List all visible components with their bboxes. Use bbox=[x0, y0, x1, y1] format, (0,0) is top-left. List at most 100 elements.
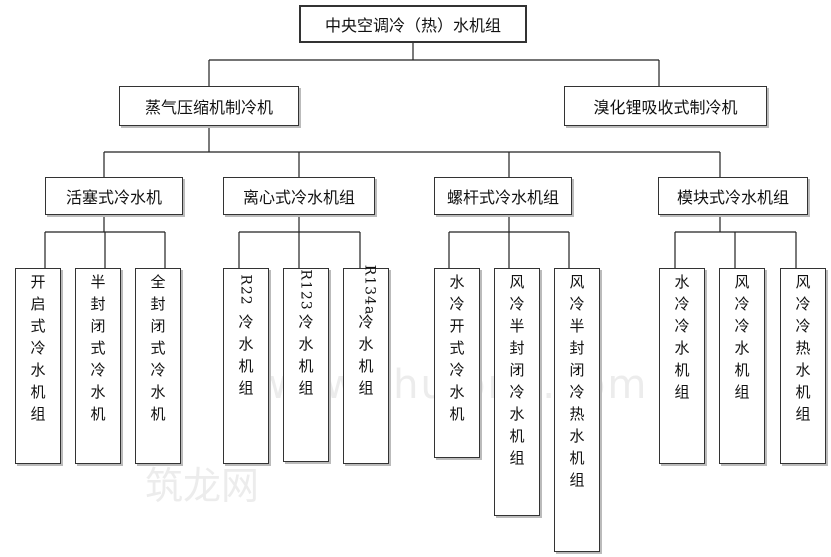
leaf-text: 风冷半封闭冷热水机组 bbox=[555, 269, 599, 491]
leaf-char: 水 bbox=[298, 335, 314, 353]
connector-compression-level2 bbox=[103, 126, 721, 177]
leaf-air-cooled-modular: 风冷冷水机组 bbox=[719, 268, 765, 464]
leaf-open-type: 开启式冷水机组 bbox=[15, 268, 61, 464]
leaf-char: 封 bbox=[150, 295, 166, 313]
leaf-char: 水 bbox=[90, 383, 106, 401]
leaf-full-hermetic: 全封闭式冷水机 bbox=[135, 268, 181, 464]
leaf-char: 冷 bbox=[509, 383, 525, 401]
leaf-text: 风冷半封闭冷水机组 bbox=[495, 269, 539, 469]
leaf-char: 机 bbox=[449, 405, 465, 423]
leaf-char: 冷 bbox=[734, 295, 750, 313]
leaf-char: 组 bbox=[509, 449, 525, 467]
leaf-char: 式 bbox=[30, 317, 46, 335]
leaf-water-cooled-modular: 水冷冷水机组 bbox=[659, 268, 705, 464]
leaf-char: 机 bbox=[150, 405, 166, 423]
leaf-text: 风冷冷水机组 bbox=[720, 269, 764, 403]
leaf-char: 冷 bbox=[674, 317, 690, 335]
connector-root-level1 bbox=[208, 43, 660, 86]
leaf-char: 组 bbox=[238, 379, 254, 397]
leaf-char: 组 bbox=[734, 383, 750, 401]
leaf-char: 半 bbox=[90, 273, 106, 291]
leaf-char: 封 bbox=[509, 339, 525, 357]
leaf-char: 冷 bbox=[509, 295, 525, 313]
leaf-char: 冷 bbox=[150, 361, 166, 379]
leaf-text: 全封闭式冷水机 bbox=[136, 269, 180, 425]
leaf-char: 封 bbox=[90, 295, 106, 313]
leaf-char: 风 bbox=[509, 273, 525, 291]
leaf-char: 开 bbox=[449, 317, 465, 335]
leaf-char: 水 bbox=[449, 383, 465, 401]
leaf-char: 式 bbox=[90, 339, 106, 357]
root-node: 中央空调冷（热）水机组 bbox=[299, 5, 527, 43]
leaf-char: 水 bbox=[674, 339, 690, 357]
leaf-char: 风 bbox=[734, 273, 750, 291]
leaf-char: 全 bbox=[150, 273, 166, 291]
leaf-char: 机 bbox=[90, 405, 106, 423]
leaf-char: 冷 bbox=[795, 295, 811, 313]
node-vapor-compression-label: 蒸气压缩机制冷机 bbox=[144, 98, 273, 117]
leaf-char: 冷 bbox=[674, 295, 690, 313]
node-lithium-bromide: 溴化锂吸收式制冷机 bbox=[564, 86, 767, 126]
leaf-char: 组 bbox=[30, 405, 46, 423]
node-centrifugal: 离心式冷水机组 bbox=[223, 177, 375, 215]
leaf-char: 机 bbox=[358, 357, 374, 375]
leaf-air-cooled-heat-modular: 风冷冷热水机组 bbox=[780, 268, 826, 464]
leaf-char: 水 bbox=[795, 361, 811, 379]
leaf-refrigerant-label: R134a bbox=[361, 264, 378, 316]
leaf-text: 水冷开式冷水机 bbox=[435, 269, 479, 425]
leaf-char: 冷 bbox=[358, 313, 374, 331]
leaf-char: 组 bbox=[795, 405, 811, 423]
leaf-char: 冷 bbox=[298, 313, 314, 331]
leaf-char: 组 bbox=[358, 379, 374, 397]
node-piston-label: 活塞式冷水机 bbox=[65, 188, 162, 207]
leaf-char: 热 bbox=[569, 405, 585, 423]
node-centrifugal-label: 离心式冷水机组 bbox=[242, 188, 355, 207]
node-vapor-compression: 蒸气压缩机制冷机 bbox=[119, 86, 299, 126]
leaf-char: 冷 bbox=[238, 313, 254, 331]
leaf-char: 机 bbox=[509, 427, 525, 445]
leaf-char: 水 bbox=[449, 273, 465, 291]
leaf-char: 风 bbox=[795, 273, 811, 291]
leaf-char: 开 bbox=[30, 273, 46, 291]
connector-modular-leaves bbox=[674, 215, 797, 268]
leaf-char: 水 bbox=[734, 339, 750, 357]
leaf-air-cooled-semi: 风冷半封闭冷水机组 bbox=[494, 268, 540, 516]
leaf-text: 水冷冷水机组 bbox=[660, 269, 704, 403]
leaf-char: 组 bbox=[569, 471, 585, 489]
node-piston: 活塞式冷水机 bbox=[45, 177, 183, 215]
leaf-char: 水 bbox=[238, 335, 254, 353]
leaf-char: 机 bbox=[795, 383, 811, 401]
leaf-char: 式 bbox=[150, 339, 166, 357]
leaf-char: 风 bbox=[569, 273, 585, 291]
leaf-char: 式 bbox=[449, 339, 465, 357]
connector-centrifugal-leaves bbox=[238, 215, 361, 268]
node-lithium-bromide-label: 溴化锂吸收式制冷机 bbox=[593, 98, 738, 117]
leaf-char: 机 bbox=[734, 361, 750, 379]
leaf-char: 水 bbox=[569, 427, 585, 445]
leaf-char: 机 bbox=[238, 357, 254, 375]
leaf-char: 冷 bbox=[90, 361, 106, 379]
leaf-char: 冷 bbox=[734, 317, 750, 335]
leaf-text: 半封闭式冷水机 bbox=[76, 269, 120, 425]
leaf-char: 冷 bbox=[449, 361, 465, 379]
leaf-text: 开启式冷水机组 bbox=[16, 269, 60, 425]
node-modular: 模块式冷水机组 bbox=[658, 177, 808, 215]
leaf-char: 机 bbox=[30, 383, 46, 401]
node-modular-label: 模块式冷水机组 bbox=[676, 188, 789, 207]
node-screw: 螺杆式冷水机组 bbox=[434, 177, 572, 215]
leaf-char: 水 bbox=[30, 361, 46, 379]
leaf-char: 机 bbox=[298, 357, 314, 375]
leaf-char: 冷 bbox=[569, 383, 585, 401]
leaf-refrigerant-label: R123 bbox=[297, 269, 314, 311]
root-node-label: 中央空调冷（热）水机组 bbox=[324, 16, 501, 35]
connector-piston-leaves bbox=[44, 215, 166, 268]
leaf-char: 机 bbox=[569, 449, 585, 467]
